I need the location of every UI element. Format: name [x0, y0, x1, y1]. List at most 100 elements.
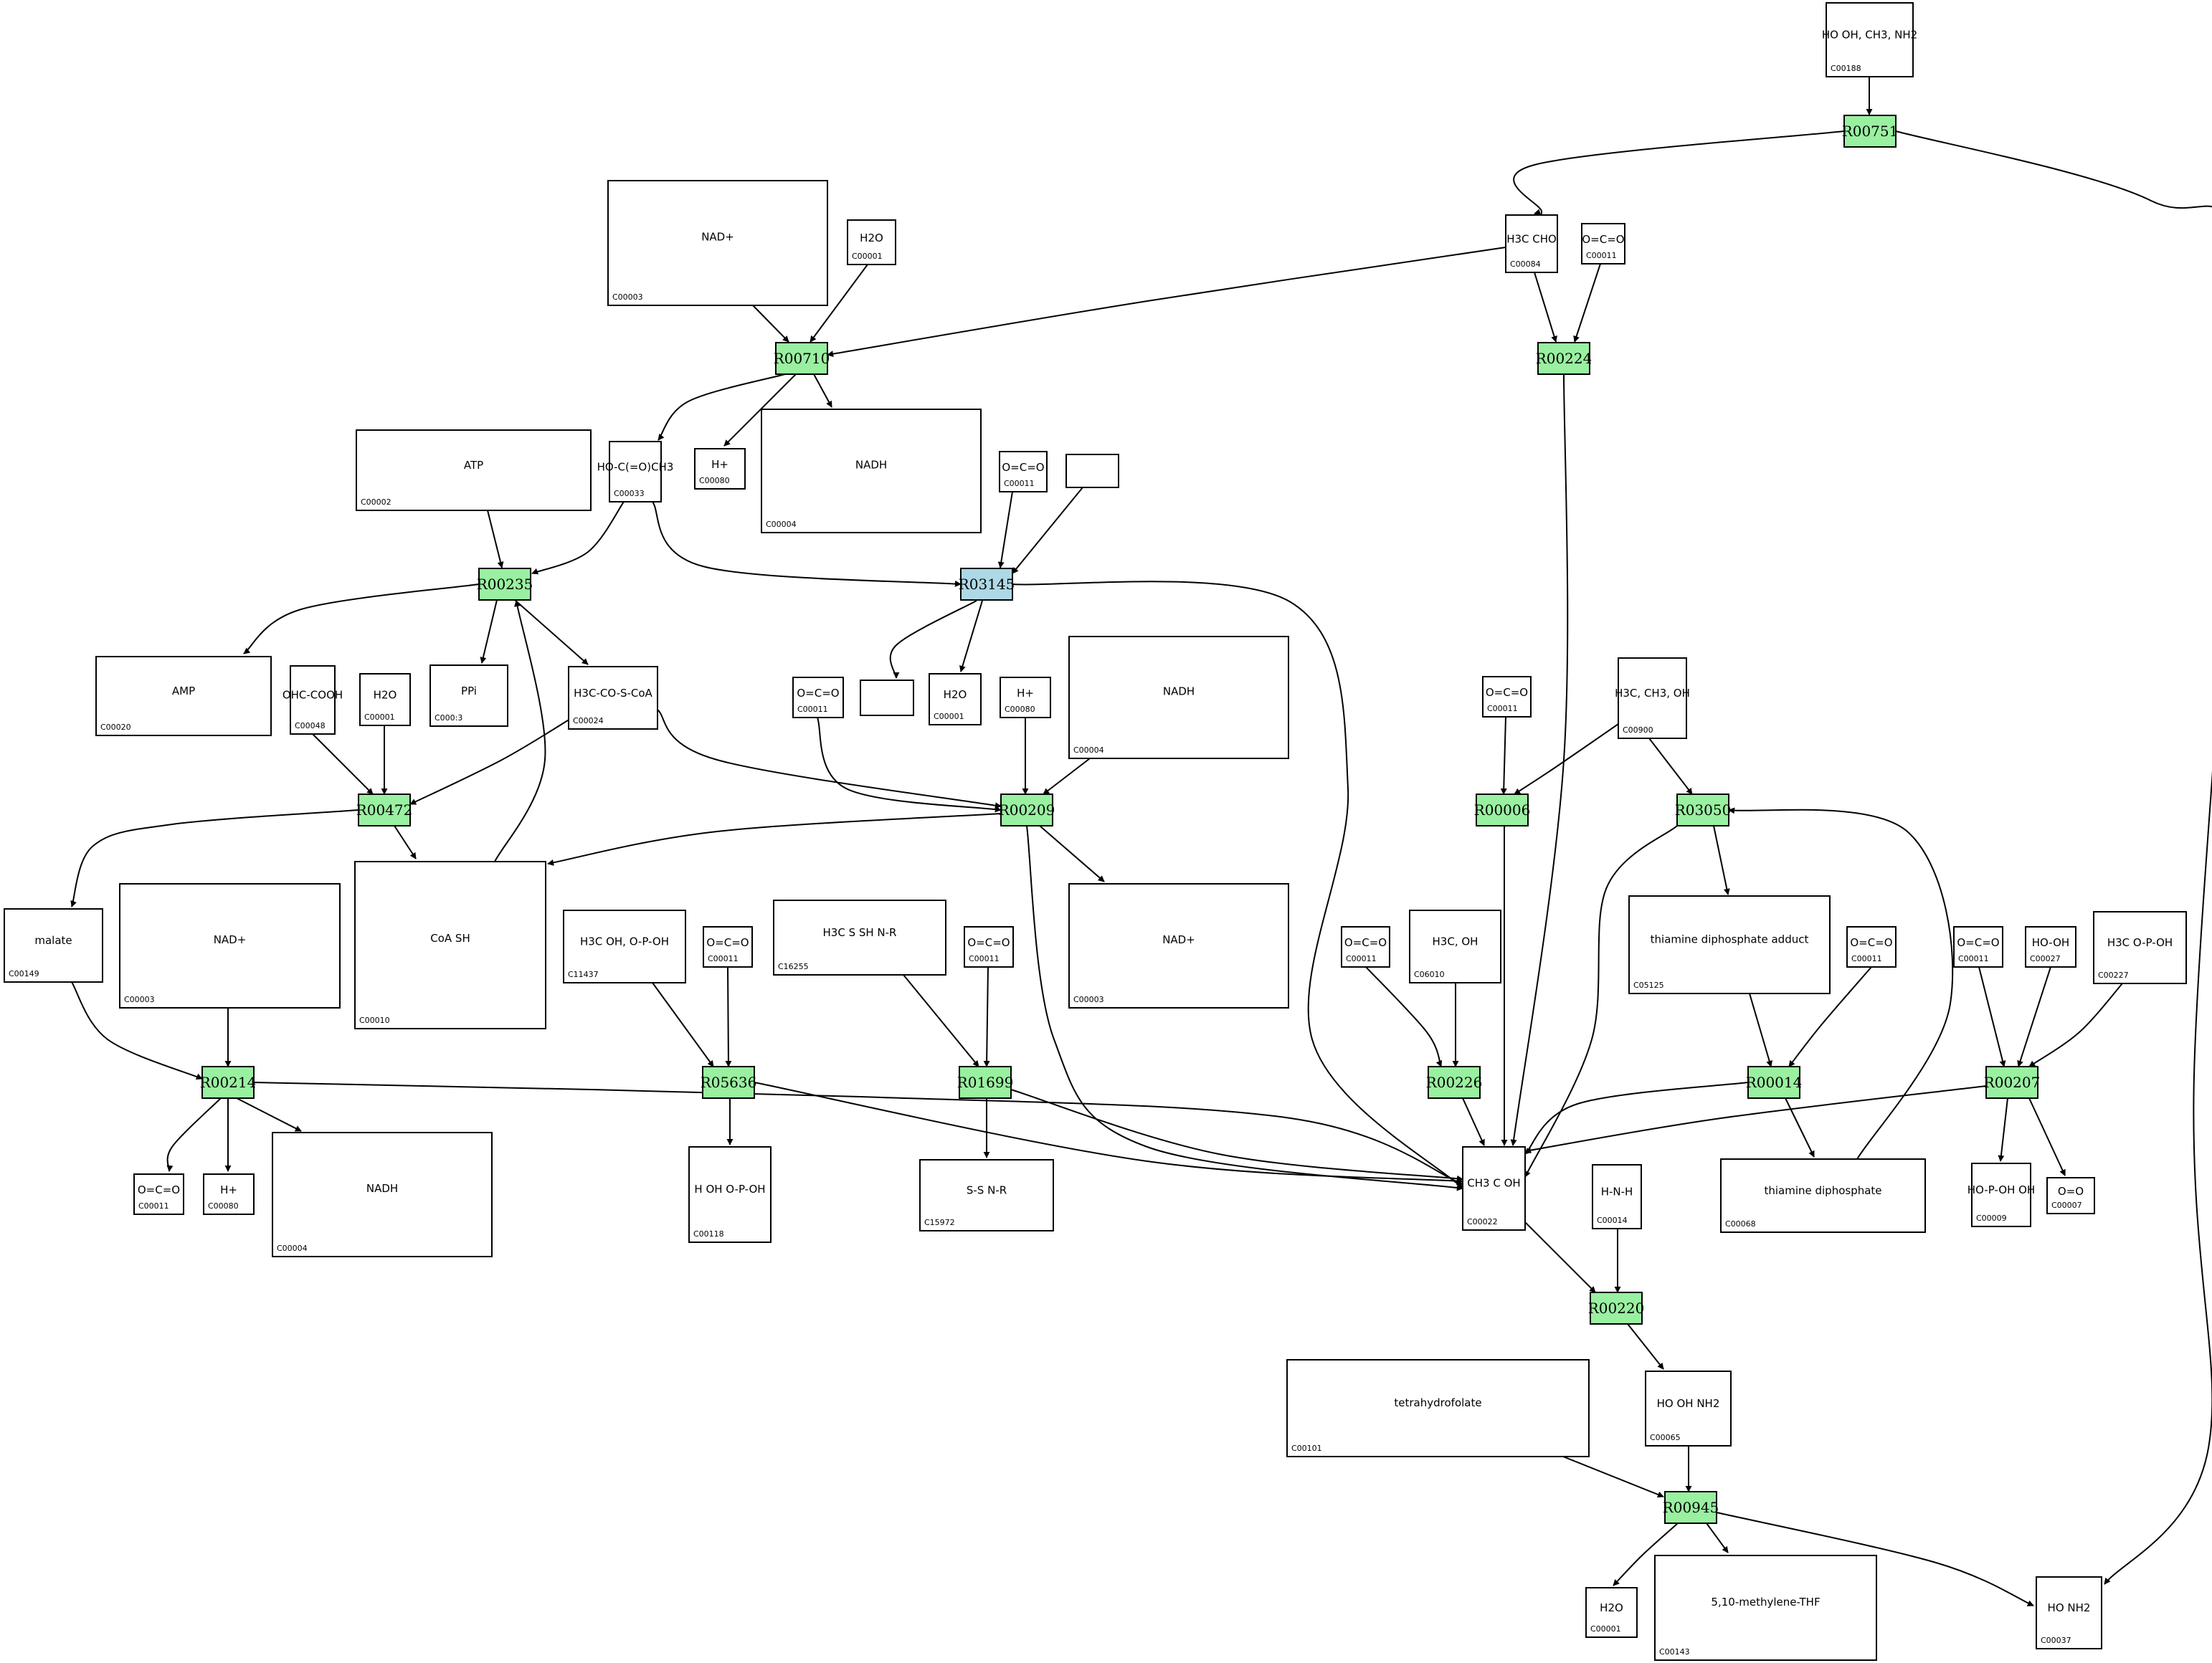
compound-node-C00003[interactable]: NAD+C00003 — [1068, 883, 1289, 1009]
reaction-node-R00472[interactable]: R00472 — [356, 794, 413, 826]
compound-label: C00001 — [364, 713, 395, 722]
compound-structure: O=C=O — [967, 936, 1010, 949]
reaction-node-R00235[interactable]: R00235 — [477, 568, 533, 601]
edge-R00710-to-c_C00004_a — [813, 373, 832, 408]
reaction-label: R01699 — [957, 1074, 1014, 1091]
reaction-node-R01699[interactable]: R01699 — [957, 1066, 1014, 1099]
edge-R05636-to-c_C00022 — [754, 1082, 1463, 1184]
compound-node-unlabeled[interactable] — [1065, 454, 1119, 488]
edge-R00224-to-c_C00022 — [1510, 373, 1569, 1146]
reaction-node-R00226[interactable]: R00226 — [1426, 1066, 1483, 1099]
compound-label: C00011 — [1851, 954, 1882, 963]
compound-node-C00080[interactable]: H+C00080 — [1000, 677, 1051, 718]
compound-node-C00080[interactable]: H+C00080 — [203, 1173, 255, 1215]
compound-box — [2093, 911, 2187, 984]
reaction-box — [1428, 1066, 1481, 1099]
compound-label: C00011 — [708, 954, 739, 963]
compound-node-C00011[interactable]: O=C=O C00011 — [703, 926, 753, 968]
compound-structure: NAD+ — [701, 231, 734, 244]
reaction-node-R00014[interactable]: R00014 — [1746, 1066, 1803, 1099]
compound-node-C00003[interactable]: NAD+C00003 — [607, 180, 828, 306]
compound-node-unlabeled[interactable] — [860, 680, 914, 716]
reaction-node-R00209[interactable]: R00209 — [999, 794, 1055, 826]
reaction-node-R00214[interactable]: R00214 — [200, 1066, 257, 1099]
compound-box — [860, 680, 914, 716]
edge-R00945-to-c_C00037 — [1716, 1512, 2034, 1606]
reaction-node-R00220[interactable]: R00220 — [1588, 1292, 1645, 1325]
compound-box — [1720, 1158, 1926, 1233]
reaction-node-R00710[interactable]: R00710 — [774, 342, 830, 375]
reaction-node-R00945[interactable]: R00945 — [1663, 1491, 1719, 1524]
compound-label: C06010 — [1414, 970, 1445, 979]
compound-label: C00149 — [9, 969, 39, 978]
compound-box — [1846, 926, 1897, 968]
reaction-node-R00224[interactable]: R00224 — [1536, 342, 1592, 375]
edge-c_C00900-to-R00006 — [1514, 723, 1619, 795]
reaction-node-R00751[interactable]: R00751 — [1842, 115, 1899, 148]
compound-label: C00011 — [1958, 954, 1989, 963]
compound-structure: O=C=O — [706, 936, 749, 949]
reaction-node-R03145[interactable]: R03145 — [959, 568, 1015, 601]
compound-node-C00080[interactable]: H+C00080 — [694, 448, 746, 490]
compound-structure: O=C=O — [138, 1183, 180, 1196]
reaction-node-R05636[interactable]: R05636 — [701, 1066, 757, 1099]
compound-structure: HO-P-OH OH — [1967, 1183, 2035, 1196]
compound-label: C00010 — [359, 1016, 390, 1025]
compound-node-C00011[interactable]: O=C=O C00011 — [1846, 926, 1897, 968]
reaction-node-R00006[interactable]: R00006 — [1474, 794, 1531, 826]
compound-structure: NADH — [366, 1182, 398, 1195]
compound-node-C00003[interactable]: NAD+C00003 — [119, 883, 341, 1009]
edge-c_C00011_a-to-R00224 — [1573, 263, 1601, 343]
reaction-box — [1476, 794, 1529, 826]
reaction-node-R00207[interactable]: R00207 — [1984, 1066, 2041, 1099]
reaction-node-R03050[interactable]: R03050 — [1675, 794, 1732, 826]
compound-structure: O=C=O — [1850, 936, 1892, 949]
reaction-label: R03050 — [1675, 801, 1732, 819]
compound-box — [761, 409, 982, 533]
